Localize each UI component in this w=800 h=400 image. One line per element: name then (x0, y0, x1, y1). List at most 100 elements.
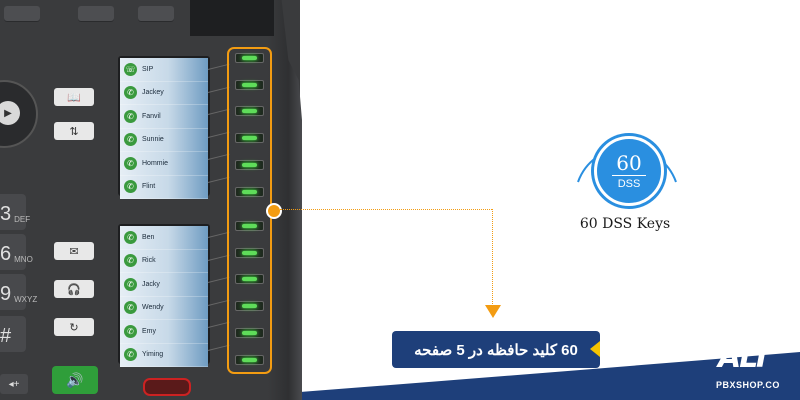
phone-icon: ✆ (124, 254, 137, 268)
keypad-key-3[interactable]: 3 DEF (0, 194, 30, 230)
keypad-key-hash[interactable]: # (0, 316, 26, 352)
key-letters: WXYZ (14, 295, 38, 304)
lcd-label: Sunnie (142, 136, 164, 144)
top-softkey-1[interactable] (4, 6, 40, 22)
lcd-row: ✆ Ben (120, 226, 208, 250)
dss-lcd-bottom: ✆ Ben ✆ Rick ✆ Jacky ✆ Wendy ✆ Emy ✆ Yiming (118, 224, 210, 367)
lcd-label: Fanvil (142, 112, 161, 120)
led-indicator (242, 136, 257, 140)
key-letters: DEF (14, 215, 31, 224)
logo-mark: ALT (718, 340, 772, 375)
lcd-label: Wendy (142, 304, 164, 312)
led-indicator (242, 109, 257, 113)
banner-pointer (590, 341, 600, 357)
phone-icon: ✆ (124, 109, 137, 123)
lcd-row: ✆ Jacky (120, 273, 208, 297)
led-indicator (242, 304, 257, 308)
led-indicator (242, 358, 257, 362)
lcd-row: ☏ SIP (120, 58, 208, 82)
keypad-key-9[interactable]: 9 WXYZ (0, 274, 37, 310)
pbxshop-logo: ALT PBXSHOP.CO (712, 340, 796, 400)
lcd-row: ✆ Emy (120, 320, 208, 344)
lcd-label: Hommie (142, 159, 169, 167)
phone-icon: ☏ (124, 62, 137, 76)
lcd-label: Flint (142, 183, 156, 191)
redial-icon[interactable]: ↻ (54, 318, 94, 336)
key-number: 6 (0, 243, 12, 265)
main-screen-edge (190, 0, 274, 36)
dss-key-11[interactable] (235, 328, 264, 338)
phone-icon: ✆ (124, 230, 137, 244)
lcd-row: ✆ Rick (120, 249, 208, 273)
phone-icon: ✆ (124, 277, 137, 291)
led-indicator (242, 163, 257, 167)
dss-key-3[interactable] (235, 106, 264, 116)
lcd-row: ✆ Sunnie (120, 128, 208, 152)
dss-lcd-top: ☏ SIP ✆ Jackey ✆ Fanvil ✆ Sunnie ✆ Hommie ✆ Fl… (118, 56, 210, 199)
badge-label: DSS (617, 177, 641, 190)
lcd-label: Yiming (142, 351, 164, 359)
lcd-label: Ben (142, 233, 155, 241)
dss-key-6[interactable] (235, 187, 264, 197)
headset-icon[interactable]: 🎧 (54, 280, 94, 298)
lcd-label: Rick (142, 257, 156, 265)
key-letters: MNO (14, 255, 33, 264)
phone-icon: ✆ (124, 156, 137, 170)
dss-key-12[interactable] (235, 355, 264, 365)
arrow-down-icon (485, 305, 501, 318)
lcd-label: Emy (142, 327, 156, 335)
top-softkey-3[interactable] (138, 6, 174, 22)
dss-key-8[interactable] (235, 248, 264, 258)
callout-line-vertical (492, 209, 493, 304)
dss-key-2[interactable] (235, 80, 264, 90)
dss-count-badge: 60 DSS (594, 136, 664, 206)
phone-icon: ✆ (124, 324, 137, 338)
dss-key-1[interactable] (235, 53, 264, 63)
led-indicator (242, 277, 257, 281)
lcd-row: ✆ Flint (120, 175, 208, 199)
phone-icon: ✆ (124, 348, 137, 362)
lcd-row: ✆ Jackey (120, 81, 208, 105)
lcd-row: ✆ Hommie (120, 152, 208, 176)
badge-caption: 60 DSS Keys (579, 216, 671, 232)
led-indicator (242, 331, 257, 335)
led-indicator (242, 224, 257, 228)
dss-key-10[interactable] (235, 301, 264, 311)
speaker-icon[interactable]: 🔊 (52, 366, 98, 394)
badge-number: 60 (616, 150, 642, 175)
hangup-button[interactable] (143, 378, 191, 396)
dss-key-4[interactable] (235, 133, 264, 143)
dss-key-7[interactable] (235, 221, 264, 231)
volume-icon[interactable]: ◂+ (0, 374, 28, 394)
led-indicator (242, 56, 257, 60)
message-icon[interactable]: ✉ (54, 242, 94, 260)
dss-key-9[interactable] (235, 274, 264, 284)
callout-dot (266, 203, 282, 219)
top-softkey-2[interactable] (78, 6, 114, 22)
lcd-row: ✆ Yiming (120, 343, 208, 367)
lcd-row: ✆ Fanvil (120, 105, 208, 129)
phone-icon: ✆ (124, 133, 137, 147)
feature-banner: 60 کلید حافظه در 5 صفحه (392, 331, 600, 368)
phone-icon: ✆ (124, 301, 137, 315)
lcd-label: SIP (142, 65, 154, 73)
callout-line-horizontal (280, 209, 492, 210)
transfer-icon[interactable]: ⇅ (54, 122, 94, 140)
lcd-label: Jacky (142, 280, 160, 288)
phone-icon: ✆ (124, 86, 137, 100)
led-indicator (242, 83, 257, 87)
lcd-row: ✆ Wendy (120, 296, 208, 320)
play-icon[interactable]: ▶ (0, 101, 20, 125)
lcd-label: Jackey (142, 89, 164, 97)
led-indicator (242, 190, 257, 194)
dss-key-5[interactable] (235, 160, 264, 170)
phone-icon: ✆ (124, 180, 137, 194)
key-number: 9 (0, 283, 12, 305)
badge-divider (612, 174, 646, 176)
logo-site: PBXSHOP.CO (716, 380, 780, 390)
key-number: # (0, 325, 12, 347)
key-number: 3 (0, 203, 12, 225)
keypad-key-6[interactable]: 6 MNO (0, 234, 33, 270)
book-icon[interactable]: 📖 (54, 88, 94, 106)
